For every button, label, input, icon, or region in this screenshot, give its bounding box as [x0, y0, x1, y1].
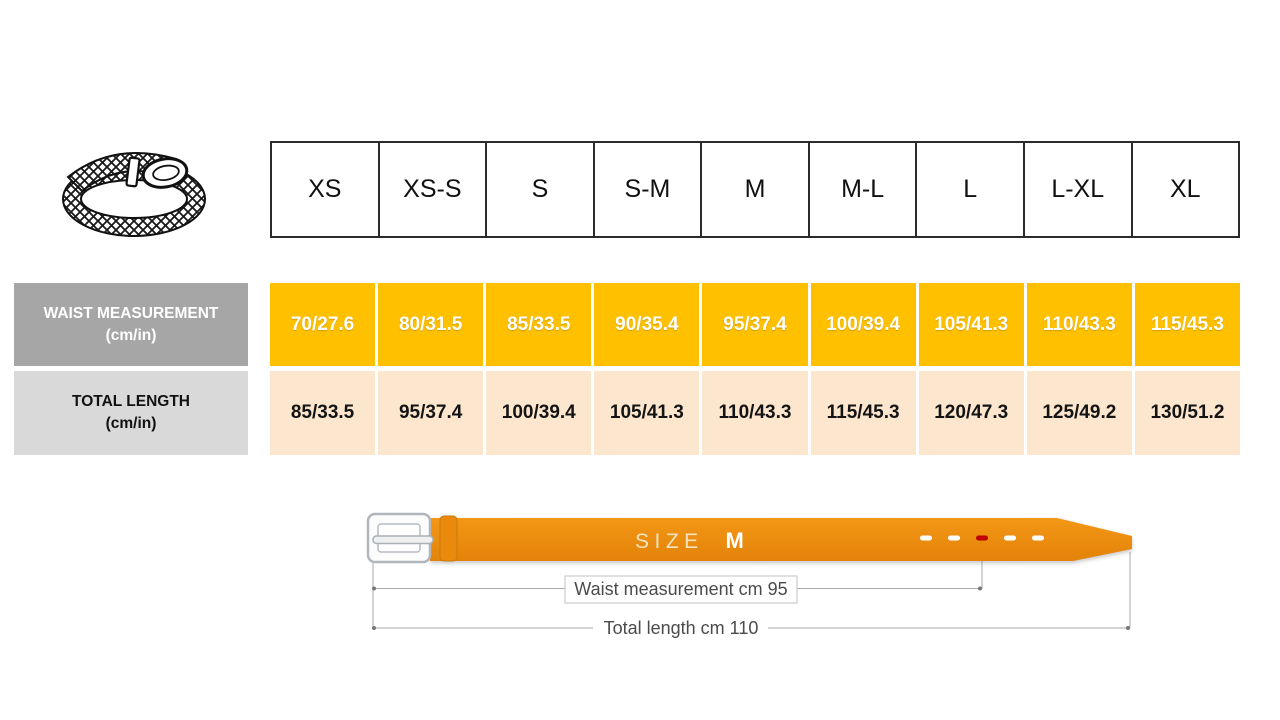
- total-length-value-cell: 125/49.2: [1026, 371, 1132, 455]
- belt-hole: [920, 535, 932, 541]
- belt-buckle: [366, 512, 434, 564]
- total-length-value-cell: 120/47.3: [918, 371, 1024, 455]
- total-length-values-row: 85/33.5 95/37.4 100/39.4 105/41.3 110/43…: [270, 371, 1240, 455]
- waist-value-cell: 85/33.5: [486, 283, 592, 366]
- total-length-row-label: TOTAL LENGTH (cm/in): [14, 371, 248, 455]
- total-length-value-cell: 85/33.5: [270, 371, 376, 455]
- waist-value-cell: 90/35.4: [594, 283, 700, 366]
- waist-annotation-text: Waist measurement cm 95: [574, 579, 787, 599]
- size-header-cell: XS: [308, 175, 342, 203]
- size-word: SIZE: [635, 530, 704, 553]
- waist-value-cell: 100/39.4: [810, 283, 916, 366]
- belt-size-label: SIZE M: [635, 528, 744, 553]
- size-header-cell: XS-S: [377, 143, 486, 236]
- buckle-prong: [372, 535, 434, 545]
- waist-value-cell: 95/37.4: [702, 283, 808, 366]
- waist-value-cell: 110/43.3: [1026, 283, 1132, 366]
- belt-hole: [948, 535, 960, 541]
- waist-row-label-text: WAIST MEASUREMENT: [43, 304, 219, 322]
- braided-belt-icon: [62, 152, 206, 237]
- waist-values-row: 70/27.6 80/31.5 85/33.5 90/35.4 95/37.4 …: [270, 283, 1240, 366]
- belt-strap-group: [430, 515, 1132, 562]
- total-length-value-cell: 115/45.3: [810, 371, 916, 455]
- braided-belt-illustration: [62, 131, 210, 245]
- size-header-cell: M: [700, 143, 808, 236]
- size-header-row: XS XS-S S S-M M M-L L L-XL XL: [270, 141, 1240, 238]
- total-length-label-unit: (cm/in): [105, 415, 157, 432]
- measurement-end-dots: [372, 586, 1130, 630]
- waist-value-cell: 105/41.3: [918, 283, 1024, 366]
- total-length-value-cell: 100/39.4: [486, 371, 592, 455]
- belt-measurement-diagram: SIZE M Waist measurement cm 95 Total len…: [350, 495, 1150, 655]
- total-length-label-text: TOTAL LENGTH: [72, 393, 190, 411]
- size-value: M: [726, 528, 744, 553]
- size-header-cell: L-XL: [1022, 143, 1131, 236]
- belt-hole: [1032, 535, 1044, 541]
- waist-row-label-unit: (cm/in): [105, 326, 157, 344]
- total-length-value-cell: 105/41.3: [594, 371, 700, 455]
- waist-value-cell: 80/31.5: [378, 283, 484, 366]
- belt-holes: [920, 535, 1044, 541]
- belt-hole-selected: [976, 535, 988, 541]
- total-length-annotation-text: Total length cm 110: [604, 618, 759, 638]
- total-length-value-cell: 95/37.4: [378, 371, 484, 455]
- belt-strap: [430, 518, 1132, 561]
- size-header-cell: S-M: [592, 143, 701, 236]
- waist-value-cell: 115/45.3: [1134, 283, 1240, 366]
- size-header-cell: L: [915, 143, 1023, 236]
- belt-diagram-svg: SIZE M Waist measurement cm 95 Total len…: [366, 512, 1132, 638]
- total-length-value-cell: 110/43.3: [702, 371, 808, 455]
- waist-annotation-box: [564, 575, 798, 604]
- total-length-value-cell: 130/51.2: [1134, 371, 1240, 455]
- belt-keeper-loop: [439, 515, 458, 562]
- size-header-cell: S: [485, 143, 593, 236]
- belt-hole: [1004, 535, 1016, 541]
- size-header-cell: M-L: [807, 143, 916, 236]
- waist-value-cell: 70/27.6: [270, 283, 376, 366]
- size-header-cell: XL: [1130, 143, 1239, 236]
- waist-row-label: WAIST MEASUREMENT (cm/in): [14, 283, 248, 366]
